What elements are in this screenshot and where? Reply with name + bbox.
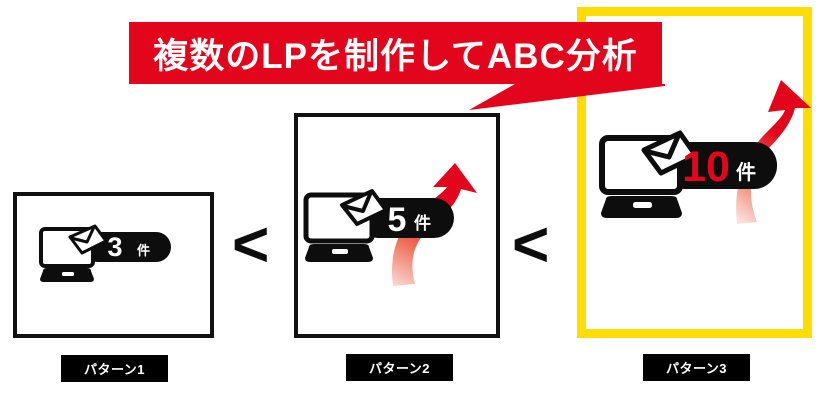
arrow-shape	[736, 80, 811, 224]
less-than-separator-2: <	[512, 208, 550, 280]
arrow-shape	[392, 163, 477, 286]
pattern-3-caption: パターン3	[643, 354, 750, 381]
pattern-2-count-unit: 件	[414, 213, 431, 233]
headline-banner: 複数のLPを制作してABC分析	[129, 22, 662, 84]
pattern-2-caption: パターン2	[346, 354, 453, 381]
pattern-1-count-unit: 件	[137, 243, 150, 258]
monitor-base-notch-icon	[62, 272, 74, 276]
pattern-3-count-value: 10	[682, 143, 730, 191]
envelope-icon	[68, 224, 108, 255]
envelope-icon	[340, 189, 388, 226]
pattern-2-count-value: 5	[388, 201, 407, 239]
envelope-icon	[641, 130, 699, 176]
monitor-base-notch-icon	[633, 202, 652, 208]
less-than-separator-1: <	[232, 208, 270, 280]
pattern-2-growth-arrow	[385, 163, 489, 293]
pattern-3-caption-label: パターン3	[665, 361, 728, 376]
headline-banner-text: 複数のLPを制作してABC分析	[153, 36, 638, 76]
pattern-1-artwork: 3 件	[37, 222, 173, 284]
pattern-3-growth-arrow	[735, 80, 813, 231]
monitor-base-notch-icon	[332, 249, 348, 254]
pattern-1-count-value: 3	[107, 232, 122, 262]
pattern-2-artwork: 5 件	[302, 186, 462, 264]
pattern-3-count-unit: 件	[736, 160, 756, 184]
pattern-1-caption-label: パターン1	[83, 362, 146, 377]
pattern-3-artwork: 10 件	[598, 128, 784, 220]
pattern-2-caption-label: パターン2	[368, 361, 431, 376]
pattern-1-caption: パターン1	[61, 355, 168, 382]
headline-banner-tail-icon	[469, 84, 665, 110]
